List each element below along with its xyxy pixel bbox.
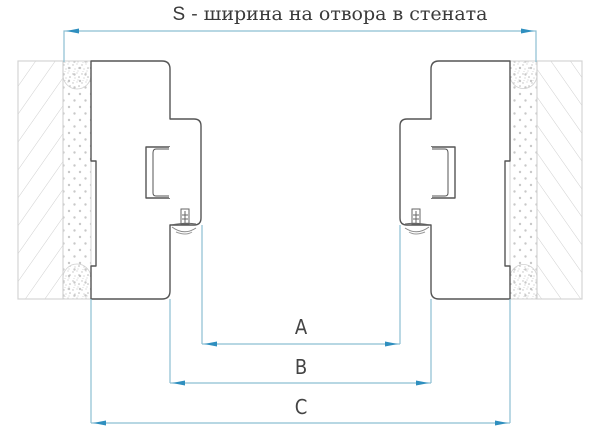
- right-gasket: [404, 208, 431, 235]
- left-wall-masonry: [17, 60, 64, 300]
- left-gasket: [170, 208, 197, 235]
- left-bottom-seal: [62, 263, 92, 300]
- dim-a-arrow-right: [385, 341, 398, 347]
- dimension-label-c: C: [294, 395, 308, 419]
- dim-s-line: [63, 30, 537, 62]
- dimension-label-b: B: [294, 355, 308, 379]
- left-frame-profile: [90, 60, 202, 300]
- dim-b-arrow-right: [416, 380, 429, 386]
- right-wall: [509, 60, 583, 300]
- dimension-s-description: - ширина на отвора в стената: [185, 3, 488, 25]
- dim-s-arrow-left: [66, 28, 79, 34]
- left-frame-notch-inner: [152, 148, 170, 197]
- right-foam-fill: [509, 60, 538, 300]
- dim-c-arrow-right: [495, 420, 508, 426]
- dimension-s-title: S - ширина на отвора в стената: [0, 0, 600, 29]
- dim-c-arrow-left: [93, 420, 106, 426]
- left-frame-notch: [145, 146, 170, 199]
- right-frame-profile: [399, 60, 511, 300]
- dimension-s-symbol: S: [172, 4, 186, 25]
- dimension-lines: [63, 30, 537, 424]
- left-wall: [17, 60, 92, 300]
- right-frame-notch-inner: [431, 148, 449, 197]
- dim-s-arrow-right: [521, 28, 534, 34]
- dimension-label-a: A: [294, 315, 308, 339]
- dim-a-arrow-left: [204, 341, 217, 347]
- dim-b-arrow-left: [172, 380, 185, 386]
- right-top-seal: [509, 60, 538, 89]
- right-bottom-seal: [509, 264, 538, 300]
- left-top-seal: [62, 60, 92, 90]
- left-foam-fill: [62, 60, 92, 300]
- dimension-arrows: [66, 28, 534, 426]
- right-wall-masonry: [536, 60, 583, 300]
- right-frame-notch: [431, 146, 456, 199]
